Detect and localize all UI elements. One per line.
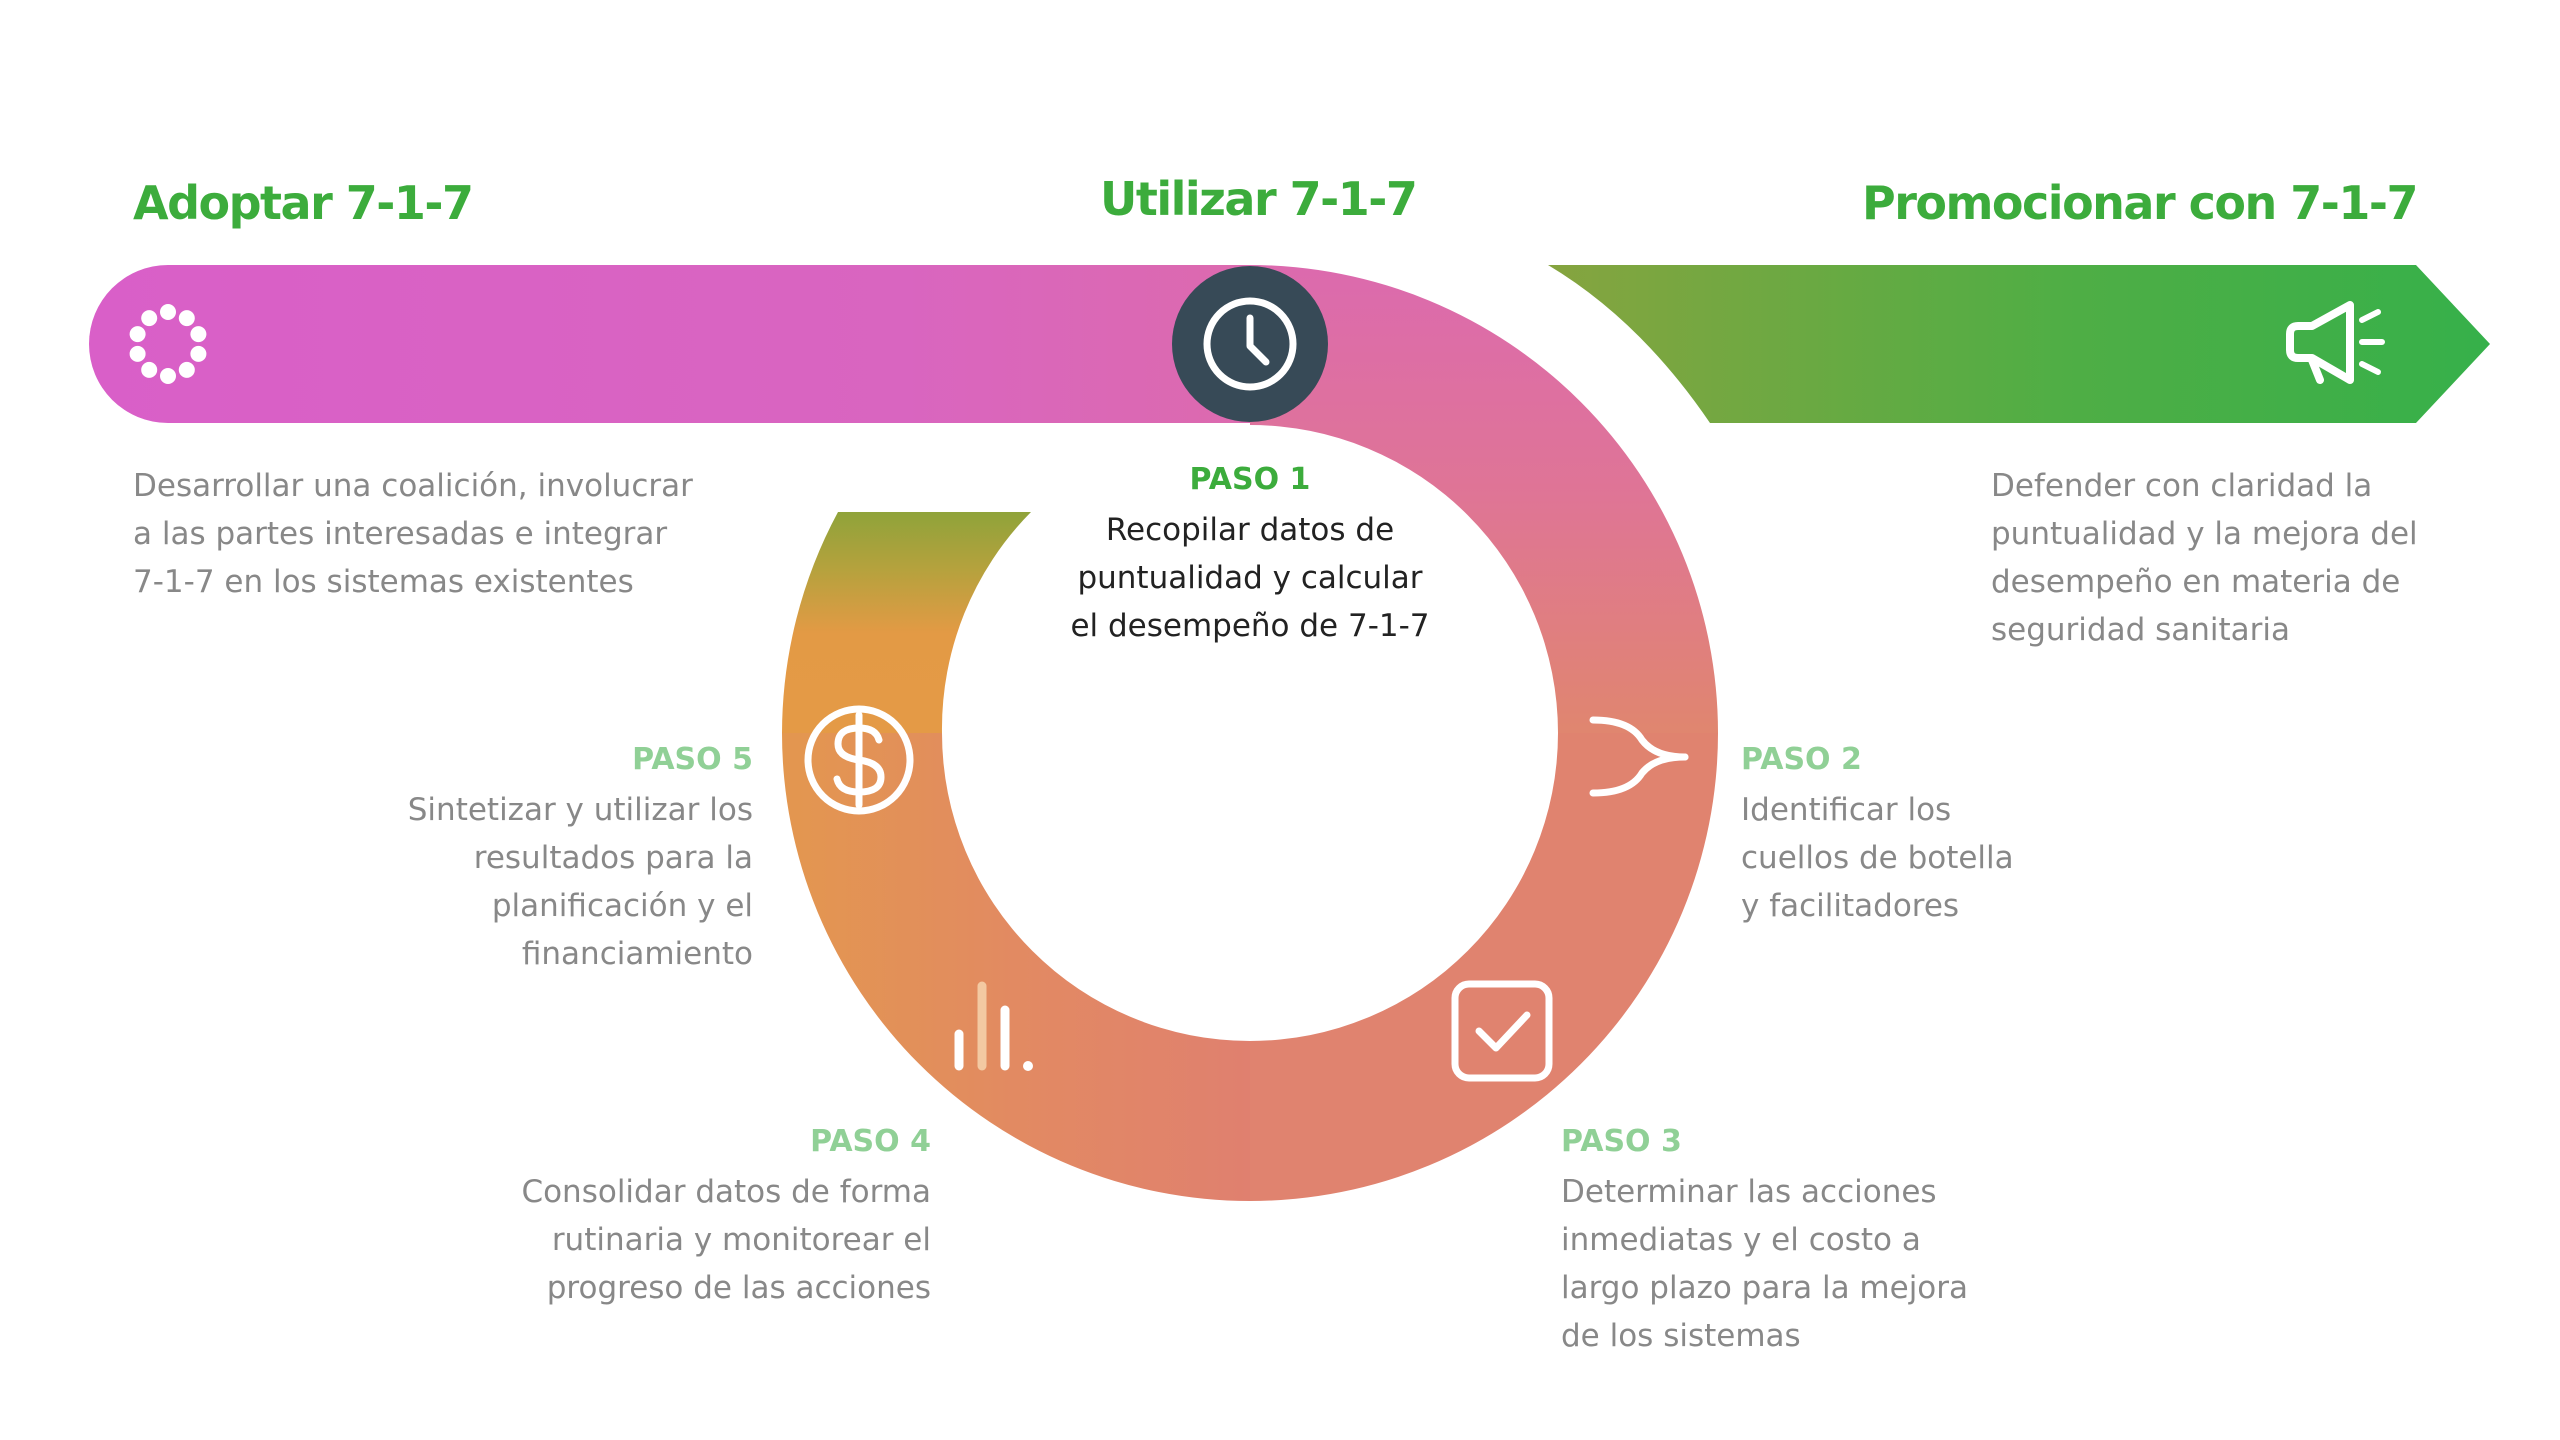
bar-chart-icon <box>954 981 1033 1071</box>
dot <box>178 310 195 327</box>
dot <box>190 326 207 343</box>
adopt-description: Desarrollar una coalición, involucrar a … <box>133 468 693 600</box>
ring-segment-bottom-left <box>782 733 1250 1201</box>
clock-icon <box>1172 266 1328 422</box>
megaphone-icon <box>2286 301 2385 384</box>
dot <box>190 345 207 362</box>
use-heading: Utilizar 7-1-7 <box>1100 172 1418 226</box>
step-1-description: Recopilar datos de puntualidad y calcula… <box>1070 512 1430 644</box>
dot <box>160 368 176 384</box>
step-4-label: PASO 4 <box>810 1124 931 1159</box>
step-5-label: PASO 5 <box>632 742 753 777</box>
step-1-label: PASO 1 <box>1189 462 1311 497</box>
merge-arrows-icon <box>1589 716 1689 797</box>
adopt-heading: Adoptar 7-1-7 <box>133 176 474 230</box>
promote-heading: Promocionar con 7-1-7 <box>1862 176 2419 230</box>
dot <box>129 326 146 343</box>
adopt-band <box>89 265 1250 423</box>
step-5-description: Sintetizar y utilizar los resultados par… <box>407 792 753 972</box>
ring-segment-right <box>1250 265 1718 733</box>
dollar-coin-icon <box>804 705 914 815</box>
step-2-label: PASO 2 <box>1741 742 1862 777</box>
promote-description: Defender con claridad la puntualidad y l… <box>1991 468 2418 648</box>
ring-segment-bottom-right <box>1250 733 1718 1201</box>
dot <box>129 345 146 362</box>
promote-arrow <box>1548 265 2490 423</box>
dot <box>178 361 195 378</box>
dot <box>160 304 176 320</box>
step-2-description: Identificar los cuellos de botella y fac… <box>1741 792 2014 924</box>
ring-segment-left <box>782 512 1031 733</box>
step-4-description: Consolidar datos de forma rutinaria y mo… <box>521 1174 931 1306</box>
checkbox-icon <box>1451 980 1553 1082</box>
dot <box>141 310 158 327</box>
step-3-label: PASO 3 <box>1561 1124 1682 1159</box>
step-3-description: Determinar las acciones inmediatas y el … <box>1561 1174 1969 1354</box>
dot <box>141 361 158 378</box>
dotted-circle-icon <box>129 304 207 384</box>
